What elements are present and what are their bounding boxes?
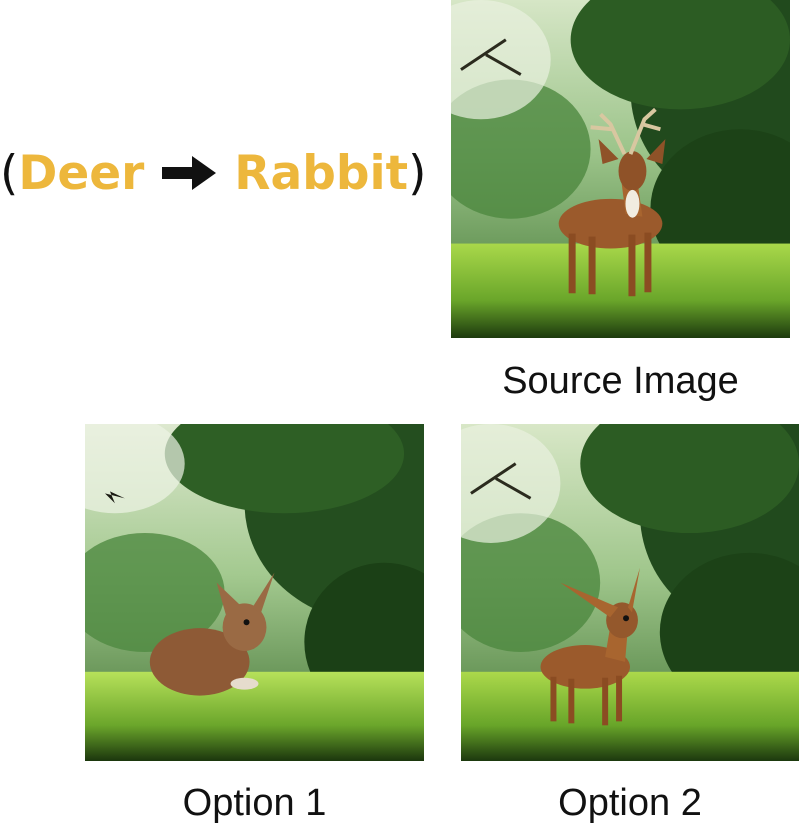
forest-scene xyxy=(451,0,790,338)
edit-instruction: ( Deer Rabbit ) xyxy=(0,138,440,208)
option-1-image xyxy=(85,424,424,761)
forest-scene xyxy=(461,424,799,761)
open-paren: ( xyxy=(0,145,19,201)
source-image-caption: Source Image xyxy=(502,360,739,402)
deer-figure xyxy=(558,107,666,297)
forest-scene xyxy=(85,424,424,761)
option-2-caption: Option 2 xyxy=(558,782,702,824)
target-word: Rabbit xyxy=(234,145,409,201)
source-word: Deer xyxy=(18,145,145,201)
rabbit-figure xyxy=(540,567,640,726)
option-2-image xyxy=(461,424,799,761)
option-1-caption: Option 1 xyxy=(182,782,327,824)
source-image xyxy=(451,0,790,338)
rabbit-figure xyxy=(149,572,275,696)
close-paren: ) xyxy=(408,145,427,201)
right-arrow-icon xyxy=(162,156,217,190)
